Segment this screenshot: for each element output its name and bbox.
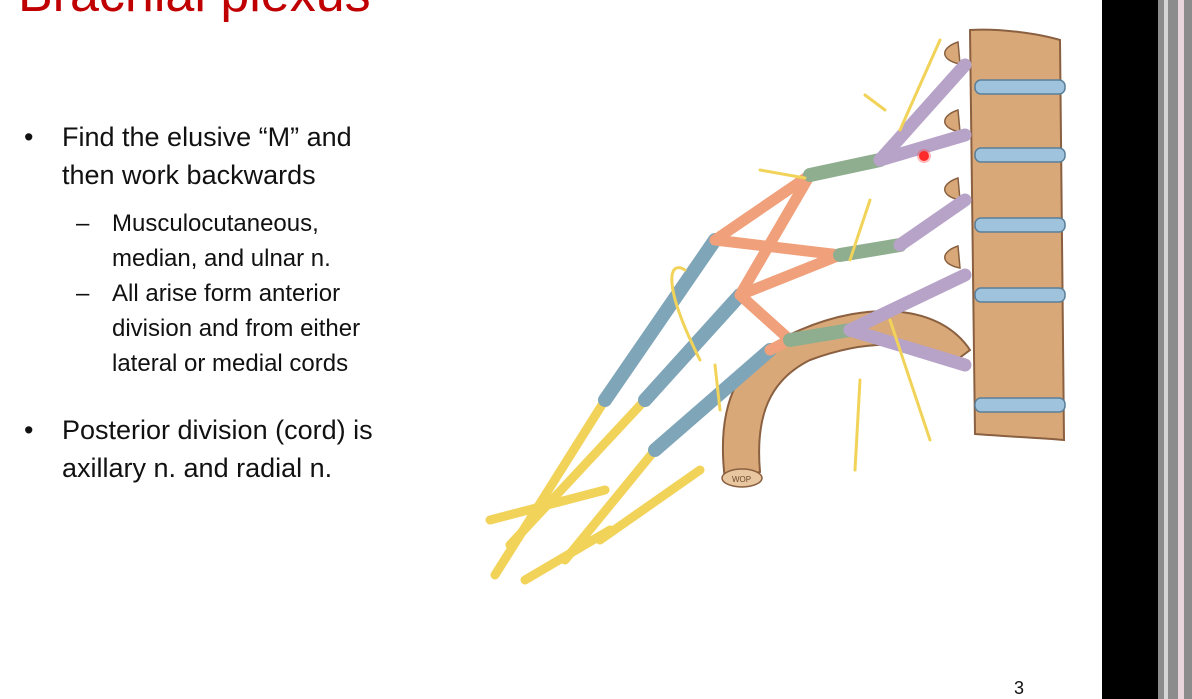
small-branches: [670, 38, 942, 472]
dash-glyph: –: [76, 210, 90, 237]
bullet-line: Posterior division (cord) is: [62, 415, 373, 445]
artist-signature: WOP: [732, 475, 751, 484]
bullet-line: then work backwards: [62, 160, 316, 190]
bullet-glyph: •: [24, 415, 34, 445]
sub-bullet-item: – Musculocutaneous, median, and ulnar n.: [24, 206, 454, 276]
roots: [843, 58, 972, 372]
sub-bullet-line: Musculocutaneous,: [112, 210, 319, 237]
side-panel-black: [1102, 0, 1158, 699]
side-panel-gray: [1158, 0, 1192, 699]
bullet-line: axillary n. and radial n.: [62, 453, 333, 483]
bullet-line: Find the elusive “M” and: [62, 122, 352, 152]
brachial-plexus-illustration: WOP: [485, 28, 1066, 585]
page-number: 3: [1014, 678, 1025, 698]
bullet-glyph: •: [24, 122, 34, 152]
terminal-nerves: [485, 395, 705, 585]
trunks: [783, 153, 907, 347]
pointer-marker: [919, 151, 929, 161]
sub-bullet-line: median, and ulnar n.: [112, 245, 331, 272]
first-rib: [721, 310, 972, 482]
sub-bullet-line: lateral or medial cords: [112, 350, 349, 377]
sub-bullet-item: – All arise form anterior division and f…: [24, 276, 454, 381]
sub-bullet-line: All arise form anterior: [112, 280, 341, 307]
bullet-list: • Find the elusive “M” and then work bac…: [24, 118, 454, 487]
vertebral-column: [944, 28, 1066, 442]
sub-bullet-line: division and from either: [112, 315, 361, 342]
divisions: [709, 169, 846, 356]
slide-title: Brachial plexus: [18, 0, 371, 24]
bullet-item: • Find the elusive “M” and then work bac…: [24, 118, 454, 194]
slide: Brachial plexus • Find the elusive “M” a…: [18, 0, 1066, 698]
dash-glyph: –: [76, 280, 90, 307]
bullet-item: • Posterior division (cord) is axillary …: [24, 411, 454, 487]
